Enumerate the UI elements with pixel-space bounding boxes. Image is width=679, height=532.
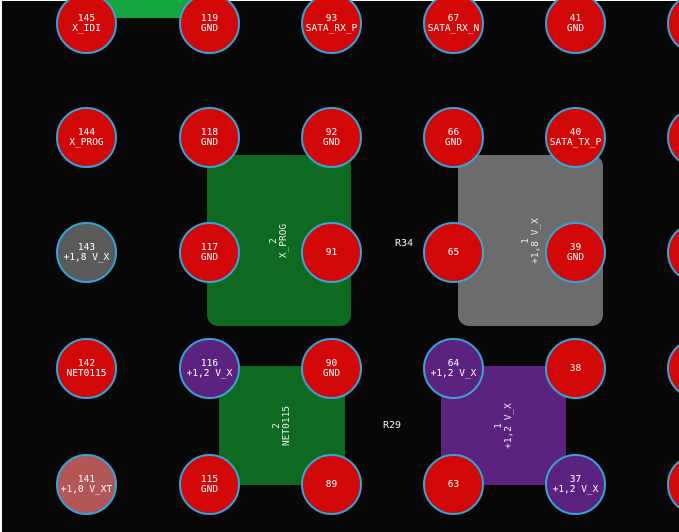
pad-119[interactable]: 119 GND: [179, 0, 240, 54]
pad-partial-edge[interactable]: [667, 338, 679, 399]
pad-net-name: GND: [444, 136, 463, 148]
pad-partial-edge[interactable]: [667, 454, 679, 515]
pad-net-name: SATA_RX_P: [305, 22, 358, 34]
copper-trace[interactable]: [101, 0, 193, 18]
pad-number: 118: [200, 126, 219, 138]
pad-net-name: GND: [566, 22, 585, 34]
pad-41[interactable]: 41 GND: [545, 0, 606, 54]
pad-40[interactable]: 40 SATA_TX_P: [545, 107, 606, 168]
smd-pad-label: 2 X_PROG: [268, 223, 289, 258]
pad-net-name: SATA_TX_P: [549, 136, 602, 148]
pad-number: 145: [77, 12, 96, 24]
pad-number: 143: [77, 241, 96, 253]
pad-net-name: X_PROG: [69, 136, 104, 148]
pad-partial-edge[interactable]: [667, 0, 679, 54]
smd-net-name: +1,2 V_X: [502, 402, 514, 449]
pad-number: 142: [77, 357, 96, 369]
pad-partial-edge[interactable]: [667, 222, 679, 283]
pad-number: 144: [77, 126, 96, 138]
pad-number: 115: [200, 473, 219, 485]
pad-number: 141: [77, 473, 96, 485]
smd-net-name: NET0115: [280, 405, 292, 446]
pad-143[interactable]: 143 +1,8 V_X: [56, 222, 117, 283]
pad-number: 67: [447, 12, 460, 24]
pad-number: 63: [447, 478, 460, 490]
pad-number: 117: [200, 241, 219, 253]
pad-145[interactable]: 145 X_IDI: [56, 0, 117, 54]
pad-net-name: SATA_RX_N: [427, 22, 480, 34]
smd-pad-label: 1 +1,2 V_X: [492, 402, 514, 449]
pad-number: 91: [325, 246, 338, 258]
pad-39[interactable]: 39 GND: [545, 222, 606, 283]
pad-92[interactable]: 92 GND: [301, 107, 362, 168]
pad-partial-edge[interactable]: [667, 107, 679, 168]
pad-net-name: +1,2 V_X: [430, 367, 477, 379]
pad-net-name: +1,8 V_X: [63, 251, 110, 263]
refdes-r34[interactable]: R34: [395, 238, 414, 249]
pad-65[interactable]: 65: [423, 222, 484, 283]
smd-net-name: +1,8 V_X: [529, 217, 541, 264]
pad-number: 89: [325, 478, 338, 490]
pad-115[interactable]: 115 GND: [179, 454, 240, 515]
pad-90[interactable]: 90 GND: [301, 338, 362, 399]
pad-number: 64: [447, 357, 460, 369]
pad-number: 65: [447, 246, 460, 258]
pad-66[interactable]: 66 GND: [423, 107, 484, 168]
pad-number: 39: [569, 241, 582, 253]
pad-net-name: +1,0 V_XT: [60, 483, 113, 495]
pad-118[interactable]: 118 GND: [179, 107, 240, 168]
smd-pad-label: 2 NET0115: [271, 405, 292, 446]
pad-141[interactable]: 141 +1,0 V_XT: [56, 454, 117, 515]
pad-net-name: X_IDI: [72, 22, 101, 34]
pad-142[interactable]: 142 NET0115: [56, 338, 117, 399]
pad-net-name: +1,2 V_X: [552, 483, 599, 495]
pad-number: 41: [569, 12, 582, 24]
pad-number: 40: [569, 126, 582, 138]
pad-net-name: GND: [200, 251, 219, 263]
pad-number: 92: [325, 126, 338, 138]
pad-net-name: NET0115: [66, 367, 107, 379]
pad-91[interactable]: 91: [301, 222, 362, 283]
pad-37[interactable]: 37 +1,2 V_X: [545, 454, 606, 515]
pad-net-name: GND: [200, 22, 219, 34]
pad-64[interactable]: 64 +1,2 V_X: [423, 338, 484, 399]
pad-net-name: GND: [200, 136, 219, 148]
pad-93[interactable]: 93 SATA_RX_P: [301, 0, 362, 54]
smd-net-name: X_PROG: [277, 223, 289, 258]
canvas-left-border: [0, 0, 2, 532]
pad-number: 116: [200, 357, 219, 369]
pad-number: 90: [325, 357, 338, 369]
pad-net-name: GND: [200, 483, 219, 495]
pad-net-name: +1,2 V_X: [186, 367, 233, 379]
pad-net-name: GND: [566, 251, 585, 263]
refdes-r29[interactable]: R29: [383, 420, 402, 431]
pad-net-name: GND: [322, 367, 341, 379]
pad-117[interactable]: 117 GND: [179, 222, 240, 283]
pad-116[interactable]: 116 +1,2 V_X: [179, 338, 240, 399]
pad-number: 119: [200, 12, 219, 24]
pad-38[interactable]: 38: [545, 338, 606, 399]
pad-number: 66: [447, 126, 460, 138]
pad-63[interactable]: 63: [423, 454, 484, 515]
smd-pad-label: 1 +1,8 V_X: [519, 217, 541, 264]
pad-number: 37: [569, 473, 582, 485]
pad-89[interactable]: 89: [301, 454, 362, 515]
pad-144[interactable]: 144 X_PROG: [56, 107, 117, 168]
pad-number: 93: [325, 12, 338, 24]
pad-67[interactable]: 67 SATA_RX_N: [423, 0, 484, 54]
pad-net-name: GND: [322, 136, 341, 148]
pad-number: 38: [569, 362, 582, 374]
